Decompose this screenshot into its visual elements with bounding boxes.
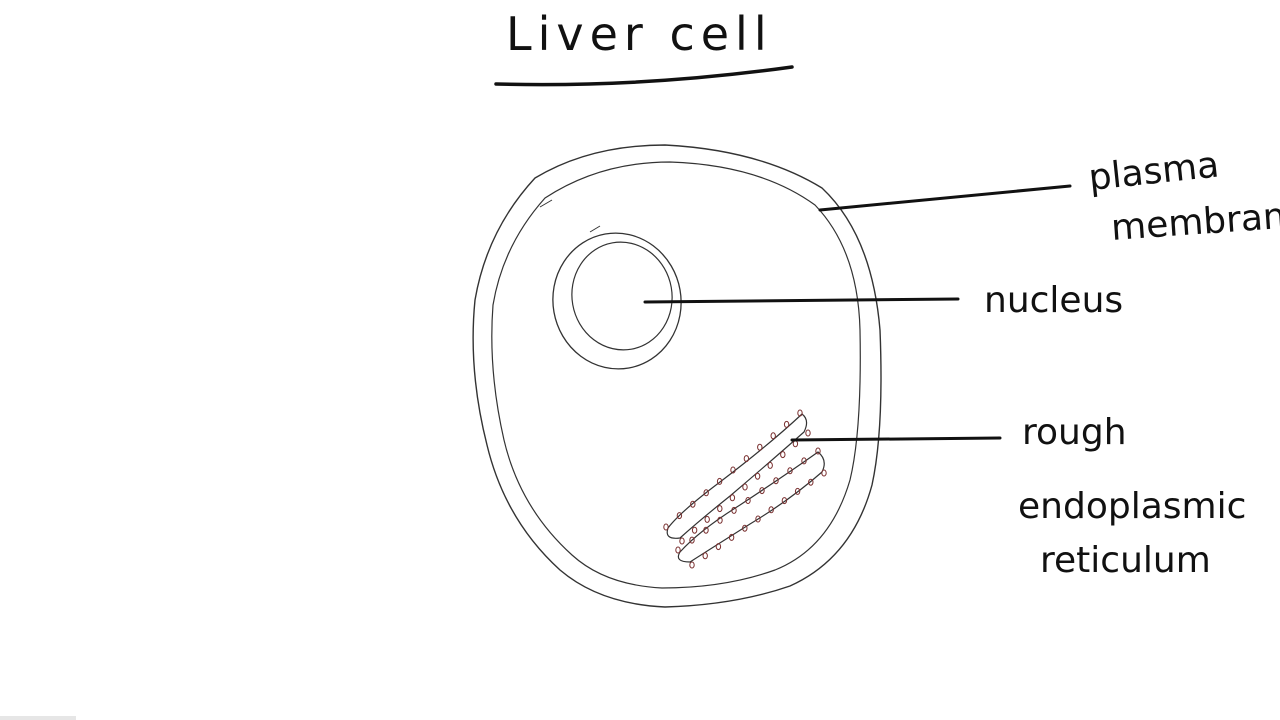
ribosome-dot — [703, 526, 709, 534]
ribosome-dot — [757, 443, 763, 451]
ribosome-dot — [663, 523, 669, 531]
ribosome-dot — [689, 561, 695, 569]
er-cisterna-2 — [677, 451, 825, 563]
ribosome-dot — [805, 429, 811, 437]
ribosome-dot — [767, 461, 773, 469]
ribosome-dot — [715, 543, 722, 551]
ribosomes — [663, 409, 827, 569]
ribosome-dot — [780, 451, 786, 459]
label-reticulum: reticulum — [1040, 540, 1211, 581]
ribosome-dot — [742, 483, 748, 491]
ribosome-dot — [801, 457, 807, 465]
ribosome-dot — [676, 512, 683, 520]
ribosome-dot — [679, 537, 685, 545]
ribosome-dot — [773, 477, 779, 485]
plasma-membrane-outer — [472, 144, 882, 608]
ribosome-dot — [702, 552, 708, 560]
ribosome-dot — [731, 506, 737, 514]
ribosome-dot — [745, 497, 751, 504]
ribosome-dot — [821, 469, 827, 477]
label-endoplasmic: endoplasmic — [1018, 486, 1246, 527]
ribosome-dot — [704, 515, 710, 523]
ribosome-dot — [781, 497, 788, 505]
label-nucleus: nucleus — [984, 280, 1123, 321]
nucleus-outer — [552, 232, 682, 370]
ribosome-dot — [759, 487, 765, 495]
nucleus-leader-line — [643, 297, 960, 304]
ribosome-dot — [797, 409, 803, 417]
ribosome-dot — [792, 440, 799, 448]
ribosome-dot — [690, 500, 696, 508]
title-underline — [494, 65, 794, 87]
ribosome-dot — [794, 487, 801, 495]
ribosome-dot — [716, 477, 723, 485]
plasma-membrane-inner — [491, 161, 861, 589]
ribosome-dot — [717, 505, 723, 513]
label-membrane: membrane — [1110, 194, 1280, 249]
ribosome-dot — [691, 526, 698, 534]
ribosome-dot — [815, 447, 821, 455]
rough-er-leader-line — [790, 436, 1002, 442]
ribosome-dot — [743, 455, 750, 463]
ribosome-dot — [783, 420, 790, 428]
plasma-membrane-leader-line — [818, 184, 1072, 212]
ribosome-dot — [675, 546, 681, 554]
ribosome-dot — [787, 467, 793, 475]
nucleus-tick — [589, 225, 601, 233]
diagram-title: Liver cell — [506, 7, 773, 61]
ribosome-dot — [729, 494, 736, 502]
label-plasma: plasma — [1087, 145, 1221, 199]
ribosome-dot — [770, 432, 776, 440]
ribosome-dot — [742, 524, 748, 532]
bottom-edge-mark — [0, 716, 76, 720]
er-cisterna-1 — [666, 413, 808, 539]
membrane-tick — [539, 199, 553, 208]
ribosome-dot — [754, 472, 761, 480]
ribosome-dot — [755, 515, 761, 523]
ribosome-dot — [689, 536, 695, 544]
ribosome-dot — [728, 533, 735, 541]
ribosome-dot — [808, 478, 814, 486]
rough-er — [663, 409, 827, 569]
nucleus-inner — [571, 241, 673, 351]
ribosome-dot — [703, 489, 709, 497]
ribosome-dot — [717, 516, 723, 524]
ribosome-dot — [730, 466, 736, 474]
ribosome-dot — [768, 506, 774, 514]
label-rough: rough — [1022, 412, 1127, 453]
